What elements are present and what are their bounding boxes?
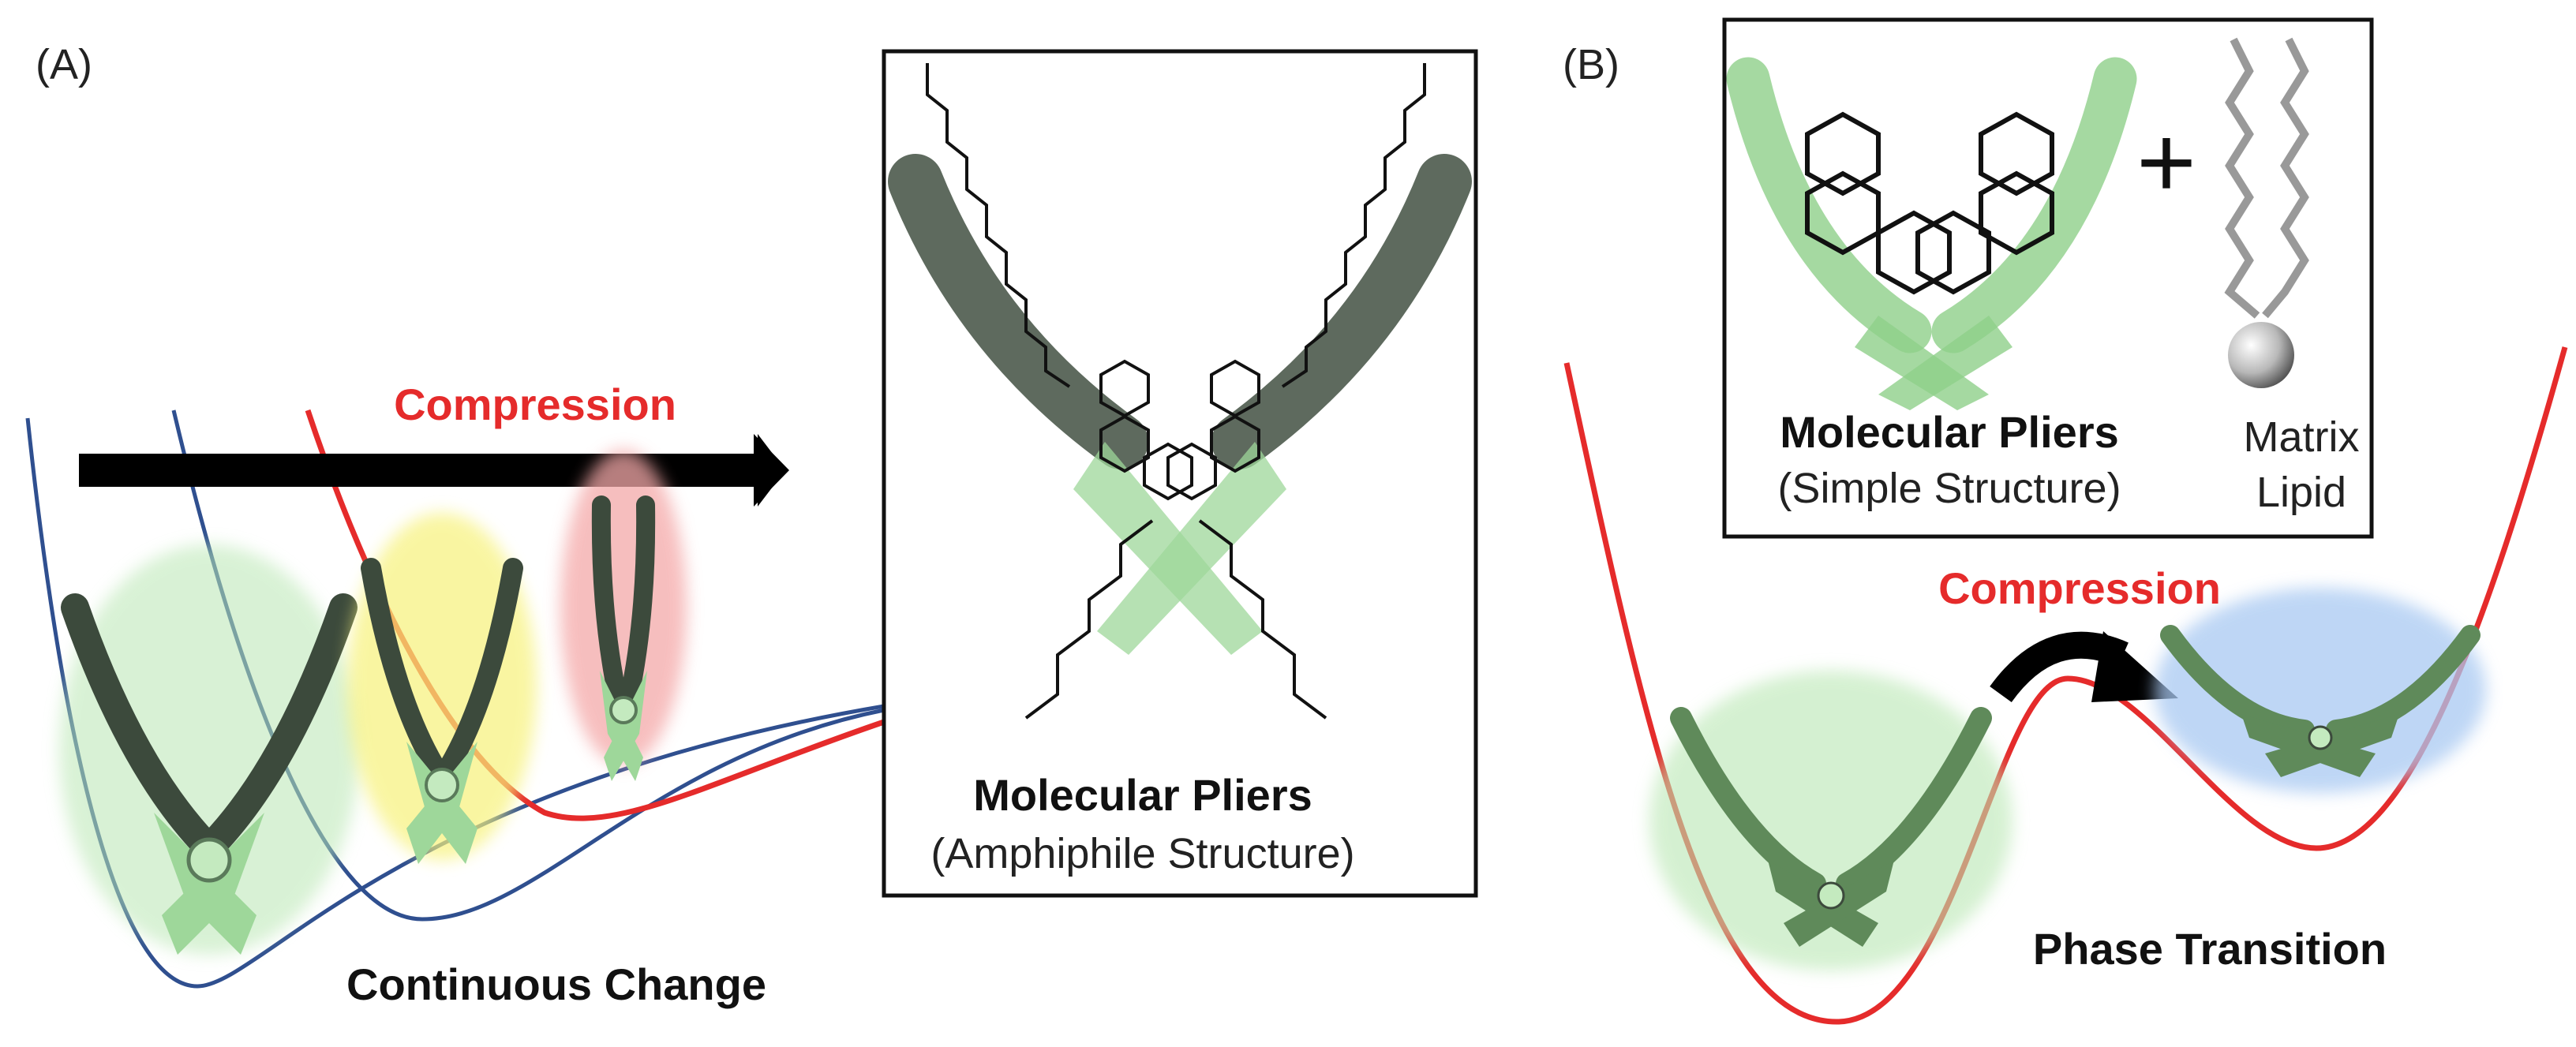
panel-b-label: (B) [1563, 41, 1619, 88]
phase-transition-label: Phase Transition [2032, 924, 2387, 974]
pliers-icon [347, 513, 537, 864]
pliers-icon [560, 450, 687, 781]
red-potential-curve [305, 409, 886, 821]
amphiphile-box-title: Molecular Pliers [973, 770, 1312, 820]
continuous-change-label: Continuous Change [346, 959, 766, 1009]
molecule-structure [1726, 57, 2137, 410]
lipid-icon [2224, 37, 2309, 388]
compression-arrow-a [79, 434, 789, 507]
pliers-icon [1649, 671, 2012, 970]
panel-a-label: (A) [36, 41, 92, 88]
simple-structure-subtitle: (Simple Structure) [1777, 465, 2121, 512]
plus-sign: + [2136, 104, 2196, 219]
simple-structure-title: Molecular Pliers [1780, 407, 2119, 457]
molecule-structure [888, 63, 1472, 720]
matrix-lipid-label-line1: Matrix [2243, 413, 2360, 461]
compression-arrow-b [1990, 631, 2178, 703]
compression-label-a: Compression [394, 380, 676, 429]
pliers-icon [2155, 588, 2486, 793]
amphiphile-box-subtitle: (Amphiphile Structure) [930, 830, 1355, 877]
amphiphile-structure-box [882, 49, 1478, 898]
pliers-icon [59, 544, 359, 955]
compression-label-b: Compression [1938, 563, 2221, 613]
matrix-lipid-label-line2: Lipid [2256, 469, 2347, 516]
